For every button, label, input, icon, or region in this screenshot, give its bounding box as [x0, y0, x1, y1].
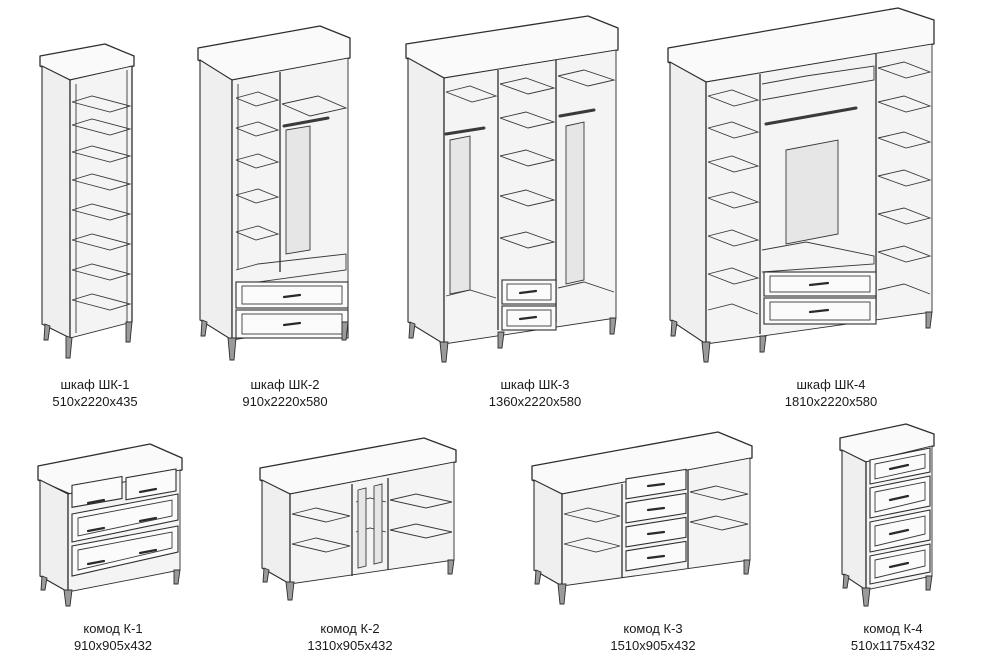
- caption-k1-size: 910x905x432: [73, 638, 153, 653]
- caption-k2-name: комод К-2: [320, 621, 380, 636]
- caption-shk4-size: 1810x2220x580: [784, 394, 878, 409]
- caption-shk3-name: шкаф ШК-3: [500, 377, 570, 392]
- caption-shk4-name: шкаф ШК-4: [796, 377, 866, 392]
- dresser-k2-drawing: [259, 437, 457, 601]
- caption-k1: комод К-1 910x905x432: [18, 620, 208, 654]
- caption-shk1-size: 510x2220x435: [52, 394, 138, 409]
- wardrobe-shk4-drawing: [667, 7, 935, 363]
- wardrobe-shk1-drawing: [39, 43, 135, 359]
- caption-shk4: шкаф ШК-4 1810x2220x580: [736, 376, 926, 410]
- caption-k4: комод К-4 510x1175x432: [798, 620, 988, 654]
- caption-k2: комод К-2 1310x905x432: [255, 620, 445, 654]
- caption-k4-name: комод К-4: [863, 621, 923, 636]
- caption-k3-name: комод К-3: [623, 621, 683, 636]
- caption-shk1: шкаф ШК-1 510x2220x435: [0, 376, 190, 410]
- caption-shk1-name: шкаф ШК-1: [60, 377, 130, 392]
- caption-k1-name: комод К-1: [83, 621, 143, 636]
- caption-k3: комод К-3 1510x905x432: [558, 620, 748, 654]
- caption-shk3: шкаф ШК-3 1360x2220x580: [440, 376, 630, 410]
- wardrobe-shk2-drawing: [197, 25, 351, 361]
- caption-shk2: шкаф ШК-2 910x2220x580: [190, 376, 380, 410]
- dresser-k1-drawing: [37, 443, 183, 607]
- dresser-k3-drawing: [531, 431, 753, 605]
- caption-shk3-size: 1360x2220x580: [488, 394, 582, 409]
- caption-k2-size: 1310x905x432: [307, 638, 393, 653]
- caption-shk2-size: 910x2220x580: [242, 394, 328, 409]
- dresser-k4-drawing: [839, 423, 935, 607]
- caption-shk2-name: шкаф ШК-2: [250, 377, 320, 392]
- wardrobe-shk3-drawing: [405, 15, 619, 363]
- caption-k4-size: 510x1175x432: [850, 638, 936, 653]
- caption-k3-size: 1510x905x432: [610, 638, 696, 653]
